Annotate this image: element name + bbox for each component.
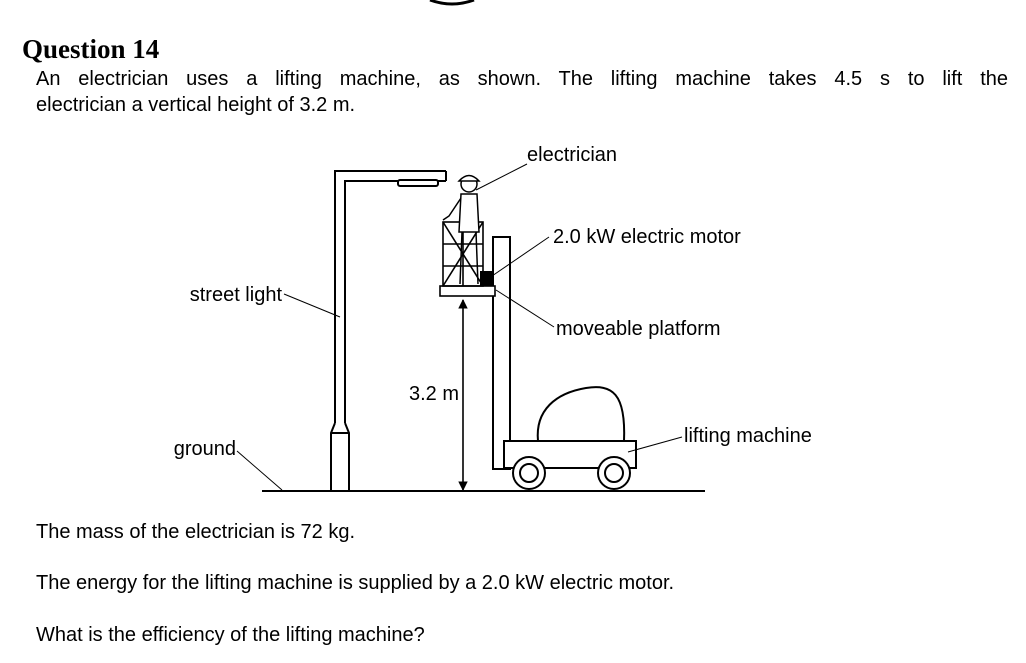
question-intro: An electrician uses a lifting machine, a… (36, 66, 1008, 118)
leader-lines (236, 163, 683, 491)
label-electric-motor: 2.0 kW electric motor (553, 226, 741, 248)
page-fragment (429, 0, 475, 6)
question-title: Question 14 (22, 34, 160, 64)
moveable-platform (439, 221, 496, 297)
electric-motor (480, 271, 494, 286)
street-light (330, 170, 447, 491)
mast (492, 236, 511, 470)
label-height: 3.2 m (409, 383, 459, 405)
lifting-machine-body (503, 386, 637, 490)
label-ground: ground (174, 438, 236, 460)
intro-line-2: electrician a vertical height of 3.2 m. (36, 94, 356, 116)
electrician-figure (442, 174, 481, 285)
mass-statement: The mass of the electrician is 72 kg. (36, 521, 356, 543)
label-moveable-platform: moveable platform (556, 318, 721, 340)
label-electrician: electrician (527, 144, 617, 166)
label-lifting-machine: lifting machine (684, 425, 812, 447)
label-street-light: street light (190, 284, 283, 306)
energy-statement: The energy for the lifting machine is su… (36, 572, 675, 594)
intro-line-1: An electrician uses a lifting machine, a… (36, 68, 1008, 90)
question-prompt: What is the efficiency of the lifting ma… (36, 624, 425, 646)
